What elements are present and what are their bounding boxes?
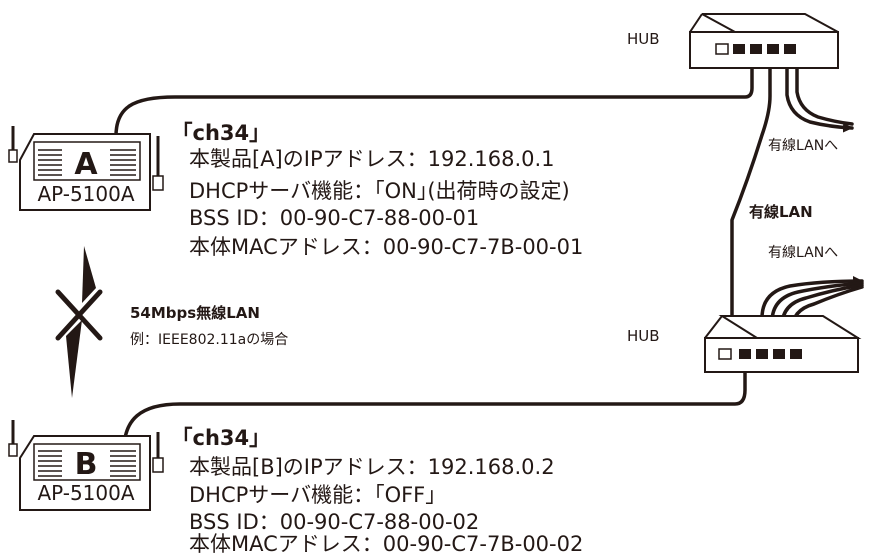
hub-bottom-port-1 [739, 349, 751, 359]
radio-wave-up-icon [82, 246, 96, 303]
hub-bottom-side-face [704, 315, 723, 339]
ap-b-mac-address: 本体MACアドレス：00-90-C7-7B-00-02 [189, 532, 584, 556]
hub-top [689, 13, 839, 69]
wireless-link-icon [55, 246, 103, 398]
ap-a-vent-left [38, 149, 62, 176]
hub-top-port-1 [733, 44, 745, 54]
access-point-b: B AP-5100A [8, 420, 164, 511]
hub-top-front-face [689, 31, 839, 69]
hub-top-port-4 [784, 44, 796, 54]
output-line-top-2 [795, 56, 854, 126]
wired-lan-label: 有線LAN [749, 203, 813, 221]
ap-b-channel: ｢ch34｣ [182, 426, 260, 450]
hub-top-port-3 [767, 44, 779, 54]
hub-bottom-port-4 [790, 349, 802, 359]
ap-a-antenna-right-base [152, 175, 164, 191]
output-line-bottom-1 [760, 276, 864, 356]
wired-lan-outputs [760, 56, 864, 356]
cable-ap-b-to-hub [122, 362, 747, 452]
ap-b-bss-id: BSS ID：00-90-C7-88-00-02 [189, 510, 480, 534]
hub-bottom-port-uplink [718, 348, 732, 360]
hub-bottom-port-3 [773, 349, 785, 359]
ap-a-antenna-left-base [8, 149, 18, 163]
ap-b-model: AP-5100A [37, 481, 134, 505]
hub-top-side-face [689, 13, 703, 33]
ap-a-bss-id: BSS ID：00-90-C7-88-00-01 [189, 206, 480, 230]
wireless-x-line-2 [55, 289, 103, 341]
hub-top-port-2 [750, 44, 762, 54]
ap-a-mac-address: 本体MACアドレス：00-90-C7-7B-00-01 [189, 235, 584, 259]
ap-b-ip-address: 本製品[B]のIPアドレス：192.168.0.2 [189, 455, 555, 479]
radio-wave-down-icon [66, 320, 82, 398]
hub-bottom-port-2 [756, 349, 768, 359]
ap-a-dhcp-server: DHCPサーバ機能：｢ON｣(出荷時の設定) [189, 179, 570, 203]
access-point-a: A AP-5100A [8, 126, 164, 211]
output-line-bottom-2 [770, 281, 864, 356]
ap-a-letter: A [74, 147, 98, 182]
ap-b-dhcp-server: DHCPサーバ機能：｢OFF｣ [189, 483, 436, 507]
hub-top-port-uplink [715, 43, 729, 55]
cable-hub-to-hub [730, 60, 772, 322]
output-line-top-1 [785, 56, 854, 133]
cables [114, 56, 772, 452]
ap-b-vent-left [38, 450, 62, 477]
hub-bottom-label: HUB [627, 327, 660, 345]
ap-b-letter: B [75, 447, 98, 482]
hub-top-top-face [701, 13, 839, 33]
wireless-example: 例：IEEE802.11aの場合 [130, 332, 289, 348]
ap-b-vent-right [110, 450, 136, 477]
ap-a-vent-right [110, 149, 136, 176]
hub-top-label: HUB [627, 30, 660, 48]
ap-a-model: AP-5100A [37, 182, 134, 206]
wired-lan-destination-top: 有線LANへ [768, 138, 839, 154]
ap-a-ip-address: 本製品[A]のIPアドレス：192.168.0.1 [189, 147, 555, 171]
ap-b-antenna-right-base [152, 457, 164, 473]
ap-b-antenna-left-base [8, 443, 18, 457]
hub-bottom [704, 315, 862, 373]
cable-ap-a-to-hub [114, 56, 754, 138]
wireless-title: 54Mbps無線LAN [130, 304, 260, 322]
wired-lan-destination-bottom: 有線LANへ [768, 245, 839, 261]
hub-bottom-top-face [718, 315, 862, 339]
ap-a-channel: ｢ch34｣ [182, 121, 260, 145]
